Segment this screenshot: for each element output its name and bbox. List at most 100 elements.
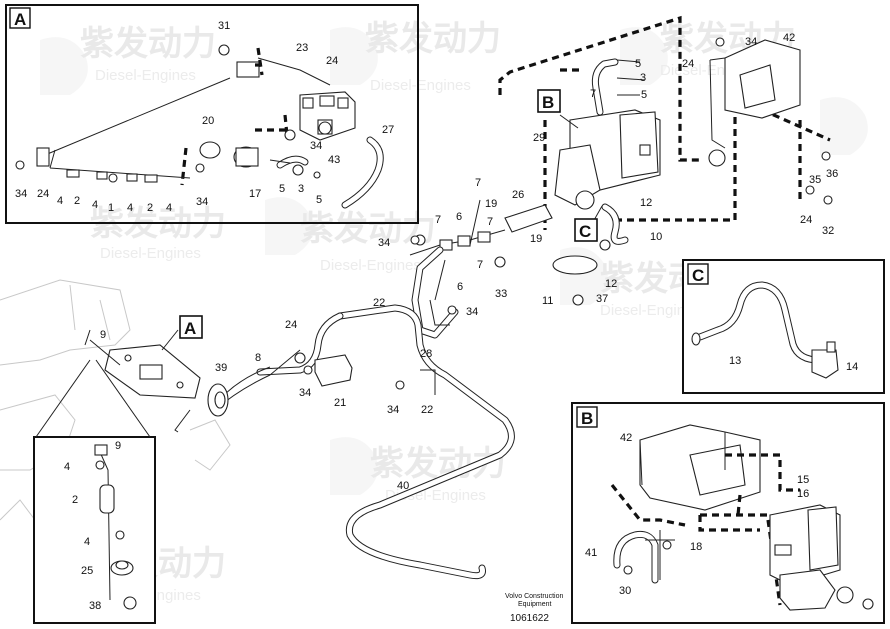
callout-23: 23 [296, 42, 308, 54]
detail-c-label: C [692, 266, 704, 285]
callout-5: 5 [641, 89, 647, 101]
callout-2: 2 [74, 195, 80, 207]
watermark-text-en: Diesel-Engines [320, 257, 421, 274]
caption-block: Volvo Construction Equipment 1061622 [505, 593, 563, 624]
hose-clamp-a [199, 141, 259, 168]
callout-7: 7 [475, 177, 481, 189]
connector-a [284, 119, 333, 176]
detail-a-label: A [14, 10, 26, 29]
detail-c-box: C 13 14 [682, 259, 885, 394]
callout-2: 2 [147, 202, 153, 214]
callout-6: 6 [457, 281, 463, 293]
callout-13: 13 [729, 355, 741, 367]
callout-39: 39 [215, 362, 227, 374]
callout-4: 4 [92, 199, 98, 211]
watermark-text-en: Diesel-Engines [95, 67, 196, 84]
callout-37: 37 [596, 293, 608, 305]
caption-line-1: Volvo Construction [505, 593, 563, 600]
callout-11: 11 [542, 295, 553, 307]
callout-21: 21 [334, 397, 346, 409]
callout-14: 14 [846, 361, 858, 373]
detail-a-pointer: A [184, 319, 196, 338]
callout-4: 4 [57, 195, 63, 207]
callout-33: 33 [495, 288, 507, 300]
callout-25: 25 [81, 565, 93, 577]
fuel-hose-22 [411, 246, 459, 339]
callout-26: 26 [512, 189, 524, 201]
callout-29: 29 [533, 132, 545, 144]
callout-2: 2 [72, 494, 78, 506]
callout-34: 34 [196, 196, 208, 208]
grommet-39 [207, 383, 229, 417]
callout-12: 12 [605, 278, 617, 290]
callout-36: 36 [826, 168, 838, 180]
callout-9: 9 [100, 329, 106, 341]
mount-bracket-a [218, 44, 260, 78]
callout-22: 22 [373, 297, 385, 309]
callout-38: 38 [89, 600, 101, 612]
watermark-text-en: Diesel-Engines [600, 302, 701, 319]
callout-27: 27 [382, 124, 394, 136]
callout-24: 24 [326, 55, 338, 67]
callout-9: 9 [115, 440, 121, 452]
wiring-harness-a [15, 147, 191, 183]
callout-4: 4 [84, 536, 90, 548]
callout-17: 17 [249, 188, 261, 200]
callout-24: 24 [800, 214, 812, 226]
callout-5: 5 [279, 183, 285, 195]
detail-b-pointer: B [542, 93, 554, 112]
machine-frame-outline [0, 279, 231, 521]
bracket-42 [708, 39, 801, 167]
pump-assembly [504, 203, 629, 306]
detail-b-label: B [581, 409, 593, 428]
callout-24: 24 [682, 58, 694, 70]
heater-hose-40 [256, 304, 515, 580]
callout-41: 41 [585, 547, 597, 559]
callout-24: 24 [285, 319, 297, 331]
callout-35: 35 [809, 174, 821, 186]
callout-34: 34 [310, 140, 322, 152]
callout-43: 43 [328, 154, 340, 166]
callout-20: 20 [202, 115, 214, 127]
document-number: 1061622 [510, 613, 549, 624]
callout-7: 7 [435, 214, 441, 226]
callout-18: 18 [690, 541, 702, 553]
callout-42: 42 [783, 32, 795, 44]
heater-unit-detail [769, 504, 874, 611]
callout-31: 31 [218, 20, 230, 32]
callout-34: 34 [299, 387, 311, 399]
main-assembly: 5 3 5 7 29 7 26 7 6 19 7 19 34 7 6 33 12… [84, 15, 838, 580]
callout-19: 19 [485, 198, 497, 210]
control-panel-a [299, 91, 356, 141]
callout-5: 5 [635, 58, 641, 70]
callout-10: 10 [650, 231, 662, 243]
harness-detail-box: 9 4 2 4 25 38 [33, 359, 156, 624]
callout-24: 24 [37, 188, 49, 200]
callout-28: 28 [420, 348, 432, 360]
callout-7: 7 [590, 88, 596, 100]
callout-8: 8 [255, 352, 261, 364]
callout-30: 30 [619, 585, 631, 597]
callout-34: 34 [15, 188, 27, 200]
callout-34: 34 [466, 306, 478, 318]
callout-15: 15 [797, 474, 809, 486]
panel-bracket [104, 344, 201, 399]
callout-19: 19 [530, 233, 542, 245]
callout-1: 1 [108, 202, 114, 214]
callout-22: 22 [421, 404, 433, 416]
callout-4: 4 [64, 461, 70, 473]
callout-42: 42 [620, 432, 632, 444]
callout-5: 5 [316, 194, 322, 206]
watermark-text-cn: 紫发动力 [365, 19, 501, 59]
callout-12: 12 [640, 197, 652, 209]
callout-4: 4 [127, 202, 133, 214]
bracket-42-detail [639, 424, 761, 511]
callout-16: 16 [797, 488, 809, 500]
callout-6: 6 [456, 211, 462, 223]
caption-line-2: Equipment [518, 601, 552, 608]
detail-c-pointer: C [579, 222, 591, 241]
callout-34: 34 [378, 237, 390, 249]
watermark-layer: 紫发动力 Diesel-Engines 紫发动力 Diesel-Engines … [40, 19, 868, 604]
watermark-text-cn: 紫发动力 [80, 24, 216, 64]
